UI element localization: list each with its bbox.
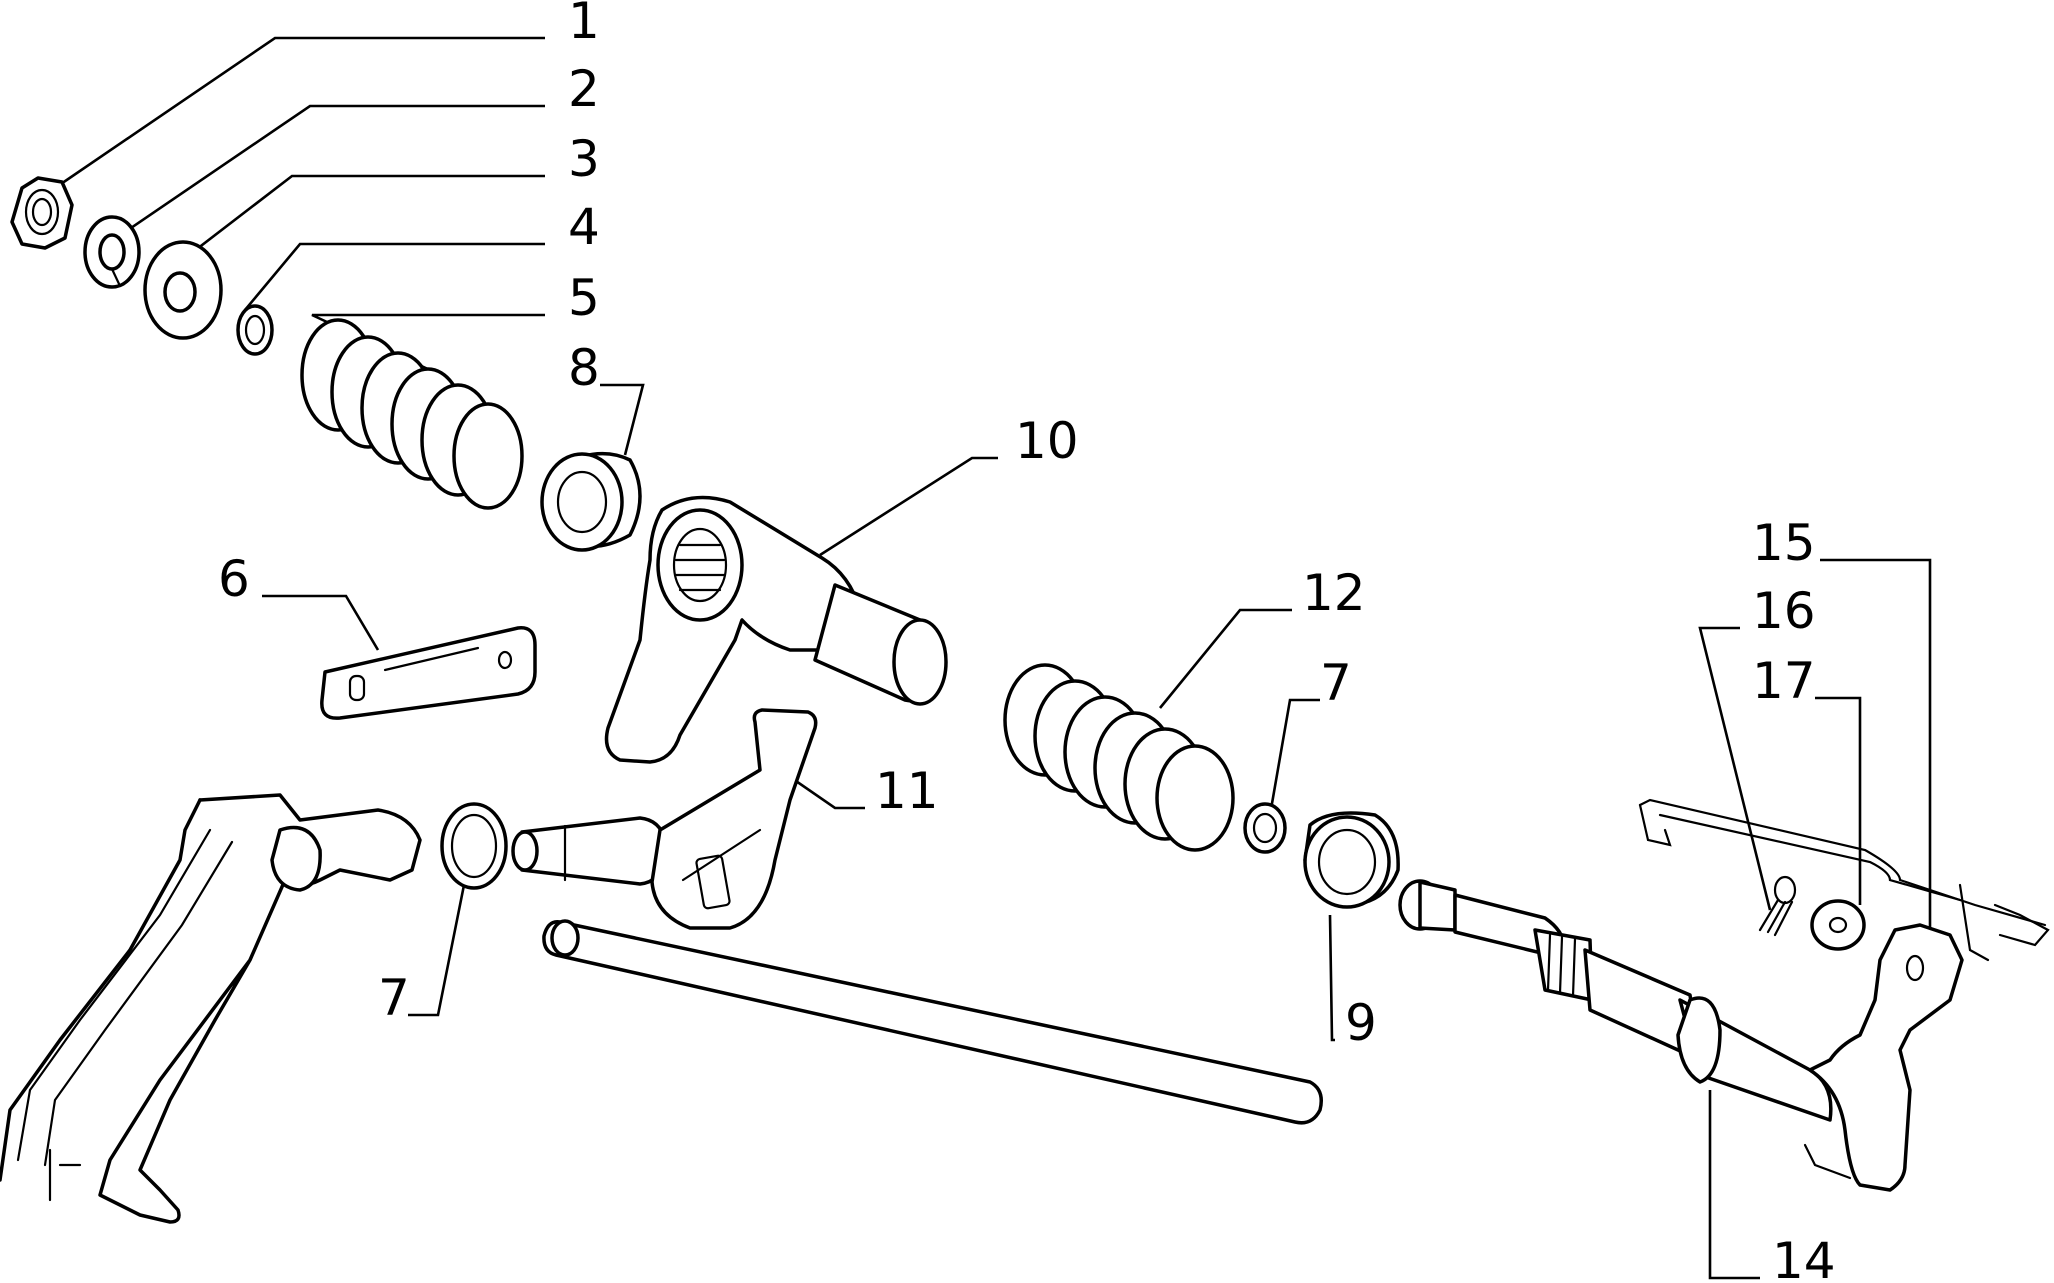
leader-3	[179, 174, 545, 264]
leader-10	[819, 456, 998, 557]
callout-3: 3	[568, 130, 600, 188]
leader-7b	[1268, 698, 1320, 816]
bushing-part-8	[540, 451, 642, 552]
splined-lever-part-10	[604, 495, 948, 764]
o-ring-part-7-right	[1243, 802, 1287, 854]
leader-4	[244, 242, 545, 311]
callout-labels: 1 2 3 4 5 8 6 10 12 7 11 7 9 15 16 17 14	[218, 0, 1836, 1283]
leader-14	[1708, 1090, 1760, 1280]
callout-17: 17	[1752, 652, 1816, 710]
shift-pedal	[0, 793, 422, 1224]
leader-9	[1328, 914, 1335, 1042]
cup-bushing-part-9	[1303, 811, 1400, 909]
callout-5: 5	[568, 269, 600, 327]
long-rod	[542, 919, 1323, 1125]
leader-lines	[54, 36, 1932, 1280]
wire-clip-part-15	[1638, 798, 2050, 962]
main-shaft-part-14	[1398, 879, 1964, 1192]
callout-9: 9	[1345, 994, 1377, 1052]
leader-8	[600, 383, 645, 456]
callout-4: 4	[568, 198, 600, 256]
callout-7a: 7	[378, 969, 410, 1027]
callout-8: 8	[568, 339, 600, 397]
callout-14: 14	[1772, 1232, 1836, 1283]
shift-lever-part-11	[511, 708, 818, 930]
cotter-pin-part-16	[1758, 875, 1797, 937]
callout-11: 11	[875, 762, 939, 820]
coil-spring-part-5	[300, 318, 524, 510]
lock-washer-part-2	[83, 215, 141, 289]
callout-16: 16	[1752, 582, 1816, 640]
callout-10: 10	[1015, 412, 1079, 470]
callout-15: 15	[1752, 514, 1816, 572]
link-plate-part-6	[320, 626, 537, 720]
leader-11	[779, 768, 865, 810]
flat-washer-part-3	[143, 240, 223, 340]
small-ring-part-4	[236, 304, 274, 356]
leader-1	[54, 36, 545, 190]
callout-6: 6	[218, 550, 250, 608]
washer-part-17	[1810, 899, 1866, 951]
leader-2	[124, 104, 545, 234]
hex-nut-part-1	[10, 176, 74, 250]
leader-17	[1815, 696, 1862, 905]
callout-12: 12	[1302, 564, 1366, 622]
leader-15	[1820, 558, 1932, 930]
leader-6	[262, 594, 380, 651]
callout-2: 2	[568, 60, 600, 118]
callout-7b: 7	[1320, 654, 1352, 712]
leader-7a	[408, 879, 467, 1017]
callout-1: 1	[568, 0, 600, 50]
coil-spring-part-12	[1003, 663, 1235, 852]
leader-16	[1698, 626, 1772, 911]
leader-12	[1158, 608, 1292, 709]
o-ring-part-7-left	[440, 802, 508, 890]
